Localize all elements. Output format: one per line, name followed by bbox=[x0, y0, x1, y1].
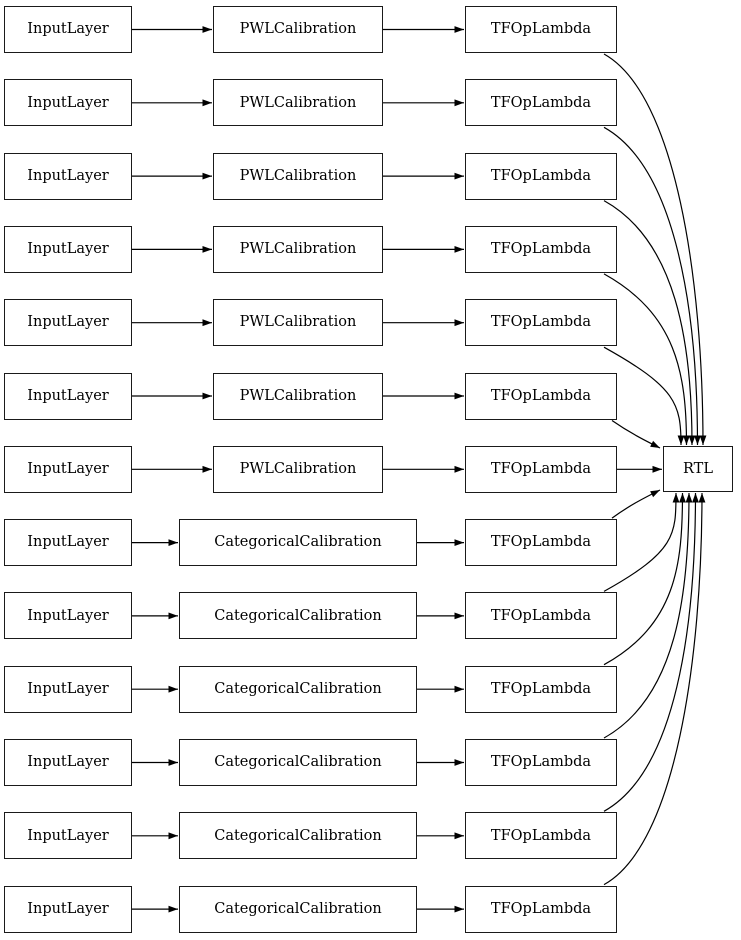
input-node-6: InputLayer bbox=[4, 372, 132, 420]
input-node-4: InputLayer bbox=[4, 225, 132, 273]
edge-lambda-to-rtl-6 bbox=[611, 420, 661, 449]
edge-lambda-to-rtl-5 bbox=[603, 346, 685, 446]
calibration-node-6: PWLCalibration bbox=[213, 372, 383, 420]
calibration-node-13: CategoricalCalibration bbox=[179, 885, 417, 933]
input-node-10: InputLayer bbox=[4, 665, 132, 713]
input-node-3: InputLayer bbox=[4, 152, 132, 200]
input-node-12: InputLayer bbox=[4, 812, 132, 860]
input-node-9: InputLayer bbox=[4, 592, 132, 640]
calibration-node-8: CategoricalCalibration bbox=[179, 519, 417, 567]
calibration-node-1: PWLCalibration bbox=[213, 6, 383, 53]
edge-lambda-to-rtl-3 bbox=[603, 200, 696, 446]
lambda-node-5: TFOpLambda bbox=[465, 299, 617, 347]
lambda-node-13: TFOpLambda bbox=[465, 885, 617, 933]
calibration-node-2: PWLCalibration bbox=[213, 79, 383, 127]
input-node-2: InputLayer bbox=[4, 79, 132, 127]
input-node-13: InputLayer bbox=[4, 885, 132, 933]
edge-lambda-to-rtl-1 bbox=[603, 53, 707, 446]
edge-paths bbox=[132, 26, 707, 913]
lambda-node-7: TFOpLambda bbox=[465, 445, 617, 493]
edge-lambda-to-rtl-2 bbox=[603, 126, 701, 446]
edge-lambda-to-rtl-8 bbox=[611, 489, 661, 519]
edge-lambda-to-rtl-4 bbox=[603, 273, 690, 446]
edge-lambda-to-rtl-10 bbox=[603, 492, 686, 666]
lambda-node-1: TFOpLambda bbox=[465, 6, 617, 53]
input-node-8: InputLayer bbox=[4, 519, 132, 567]
input-node-7: InputLayer bbox=[4, 445, 132, 493]
rtl-node: RTL bbox=[663, 446, 733, 492]
calibration-node-7: PWLCalibration bbox=[213, 445, 383, 493]
edge-lambda-to-rtl-11 bbox=[603, 492, 693, 739]
lambda-node-12: TFOpLambda bbox=[465, 812, 617, 860]
lambda-node-9: TFOpLambda bbox=[465, 592, 617, 640]
calibration-node-3: PWLCalibration bbox=[213, 152, 383, 200]
calibration-node-10: CategoricalCalibration bbox=[179, 665, 417, 713]
lambda-node-11: TFOpLambda bbox=[465, 739, 617, 786]
lambda-node-10: TFOpLambda bbox=[465, 665, 617, 713]
calibration-node-4: PWLCalibration bbox=[213, 225, 383, 273]
edge-lambda-to-rtl-13 bbox=[603, 492, 706, 886]
calibration-node-9: CategoricalCalibration bbox=[179, 592, 417, 640]
calibration-node-12: CategoricalCalibration bbox=[179, 812, 417, 860]
edge-lambda-to-rtl-12 bbox=[603, 492, 699, 812]
edge-lambda-to-rtl-9 bbox=[603, 492, 680, 592]
lambda-node-8: TFOpLambda bbox=[465, 519, 617, 567]
input-node-1: InputLayer bbox=[4, 6, 132, 53]
lambda-node-2: TFOpLambda bbox=[465, 79, 617, 127]
lambda-node-6: TFOpLambda bbox=[465, 372, 617, 420]
input-node-5: InputLayer bbox=[4, 299, 132, 347]
calibration-node-11: CategoricalCalibration bbox=[179, 739, 417, 786]
lambda-node-4: TFOpLambda bbox=[465, 225, 617, 273]
calibration-node-5: PWLCalibration bbox=[213, 299, 383, 347]
lambda-node-3: TFOpLambda bbox=[465, 152, 617, 200]
input-node-11: InputLayer bbox=[4, 739, 132, 786]
